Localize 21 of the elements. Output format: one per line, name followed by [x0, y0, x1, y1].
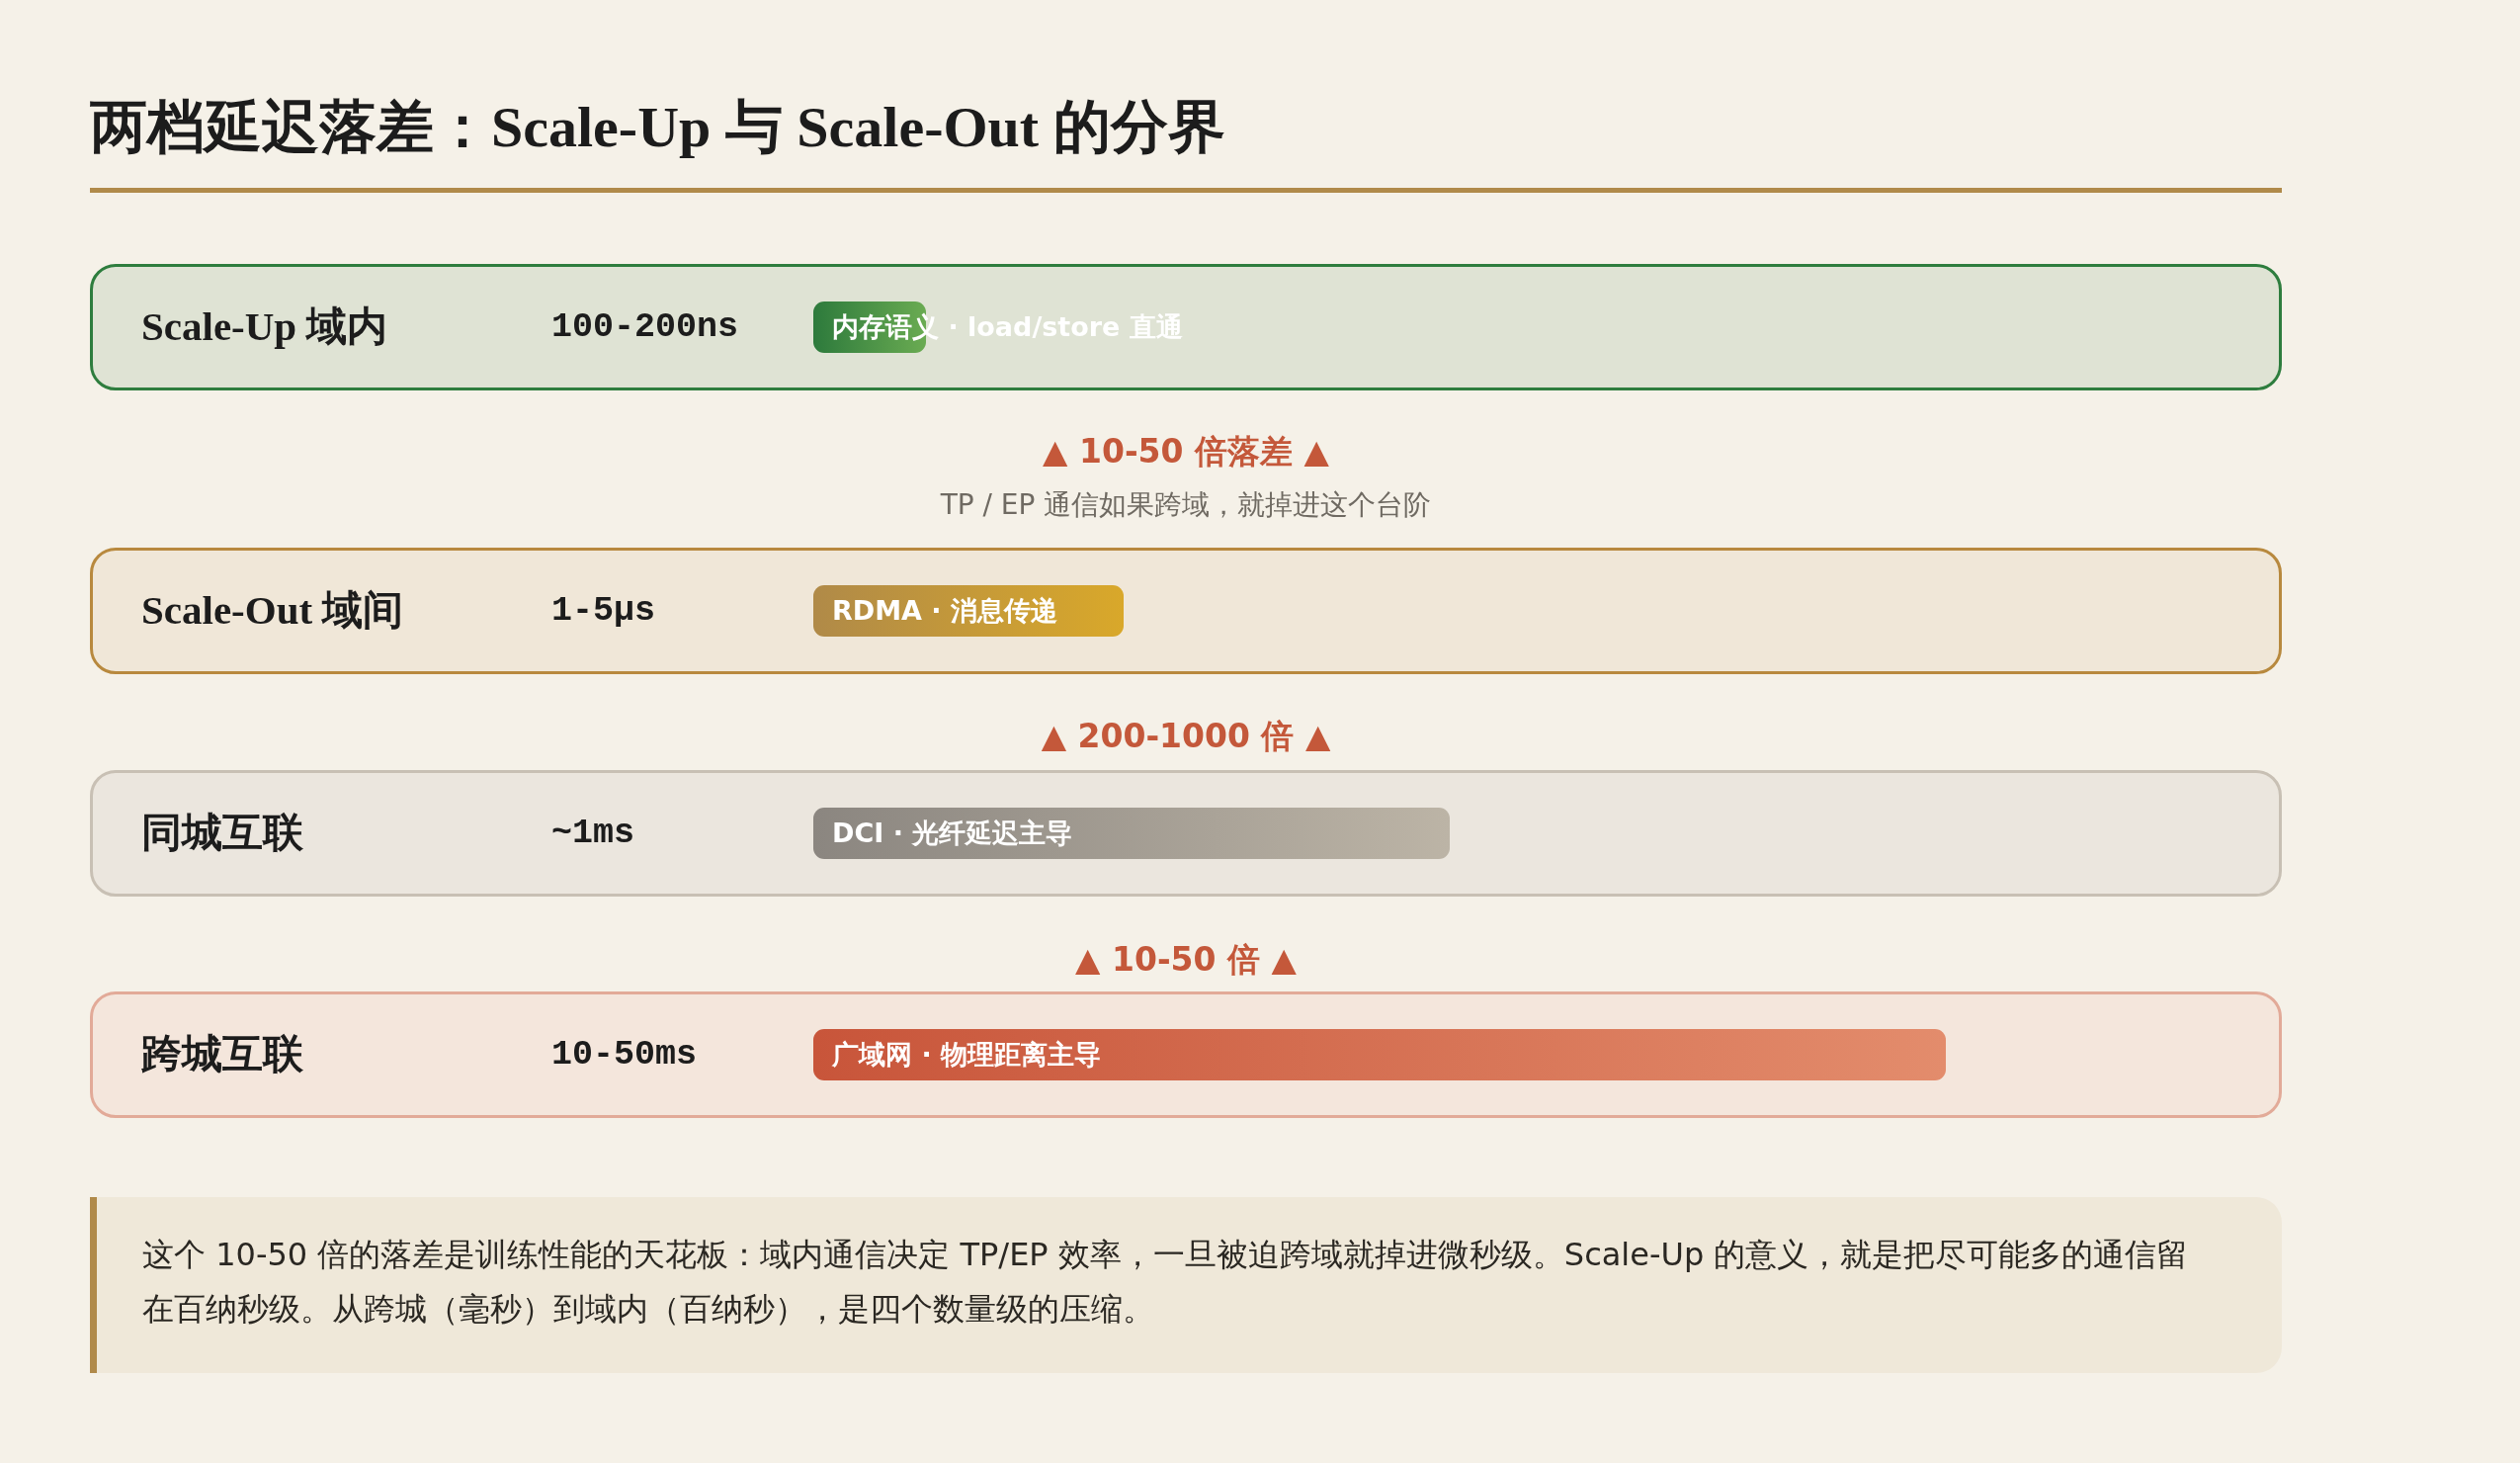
gap-label: ▲ 10-50 倍落差 ▲ — [1043, 432, 1329, 472]
tier-row — [90, 264, 2282, 390]
tier-name: Scale-Up 域内 — [141, 302, 388, 352]
tier-row — [90, 770, 2282, 897]
latency-bar: RDMA · 消息传递 — [813, 585, 1124, 637]
gap-label: ▲ 200-1000 倍 ▲ — [1041, 717, 1331, 756]
tier-name: Scale-Out 域间 — [141, 586, 404, 636]
latency-value: ~1ms — [551, 813, 634, 854]
gap-label: ▲ 10-50 倍 ▲ — [1075, 940, 1297, 980]
latency-value: 10-50ms — [551, 1034, 698, 1076]
latency-bar: DCI · 光纤延迟主导 — [813, 808, 1450, 859]
note-box: 这个 10-50 倍的落差是训练性能的天花板：域内通信决定 TP/EP 效率，一旦被迫跨域就掉进微秒级。Scale-Up 的意义，就是把尽可能多的通信留在百纳秒级。从跨城（毫秒）到域内（百纳秒），是四个数量级的压缩。 — [90, 1197, 2282, 1373]
latency-bar: 广域网 · 物理距离主导 — [813, 1029, 1946, 1080]
heading: 两档延迟落差：Scale-Up 与 Scale-Out 的分界 — [90, 94, 1225, 161]
tier-name: 同城互联 — [141, 809, 303, 858]
tier-name: 跨城互联 — [141, 1030, 303, 1079]
tier-row — [90, 991, 2282, 1118]
latency-value: 1-5μs — [551, 590, 656, 632]
caption-text: TP / EP 通信如果跨域，就掉进这个台阶 — [940, 488, 1432, 522]
latency-value: 100-200ns — [551, 306, 739, 348]
tier-row — [90, 548, 2282, 674]
